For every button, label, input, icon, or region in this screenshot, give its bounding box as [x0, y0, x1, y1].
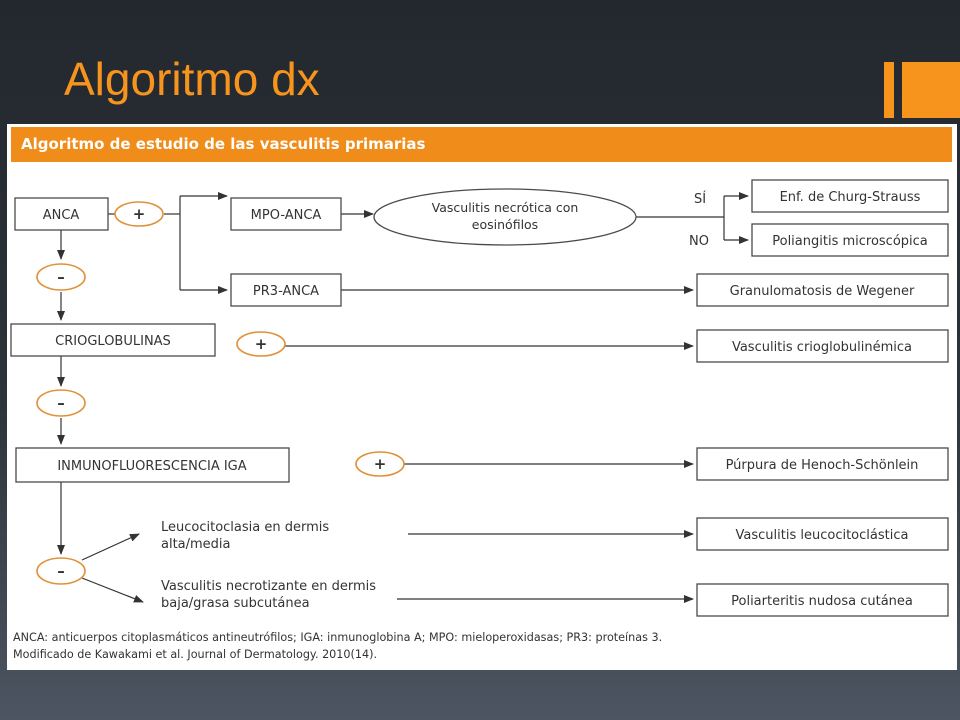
box-wegener — [696, 273, 949, 307]
box-vasc-leuco — [696, 517, 949, 551]
label-necrotizante-2: baja/grasa subcutánea — [161, 596, 310, 611]
flowchart: ANCA MPO-ANCA Vasculitis necrótica con e… — [10, 179, 949, 617]
label-necrotizante-1: Vasculitis necrotizante en dermis — [161, 579, 376, 594]
box-mpo-anca — [230, 197, 342, 231]
arrow-minus-to-leucocitoclasia — [81, 533, 140, 561]
box-henoch — [696, 447, 949, 481]
footnote-line-1: ANCA: anticuerpos citoplasmáticos antine… — [13, 631, 663, 644]
figure-header: Algoritmo de estudio de las vasculitis p… — [11, 127, 952, 162]
oval-plus-anca — [114, 201, 164, 227]
box-crioglobulinas — [10, 323, 216, 357]
label-wegener: Granulomatosis de Wegener — [730, 284, 915, 299]
oval-minus-crio — [36, 389, 86, 417]
sign-minus-anca: – — [57, 268, 65, 286]
sign-plus-iga: + — [374, 455, 387, 473]
figure-title: Algoritmo de estudio de las vasculitis p… — [21, 135, 426, 153]
oval-plus-iga — [355, 451, 405, 477]
box-poliangitis — [751, 223, 949, 257]
box-inmuno-iga — [15, 447, 290, 483]
label-anca: ANCA — [43, 208, 80, 223]
label-inmuno-iga: INMUNOFLUORESCENCIA IGA — [57, 459, 246, 474]
label-vasculitis-necrotica-2: eosinófilos — [472, 217, 538, 232]
slide-title: Algoritmo dx — [64, 53, 320, 105]
label-churg-strauss: Enf. de Churg-Strauss — [780, 190, 921, 205]
algorithm-figure: Algoritmo de estudio de las vasculitis p… — [7, 124, 957, 670]
arrow-minus-to-necrotizante — [81, 577, 144, 603]
oval-minus-anca — [36, 263, 86, 291]
box-vasc-crio — [696, 329, 949, 363]
label-crioglobulinas: CRIOGLOBULINAS — [55, 334, 171, 349]
label-no: NO — [689, 234, 709, 249]
connectors — [57, 192, 749, 603]
oval-minus-iga — [36, 557, 86, 585]
label-leucocitoclasia-1: Leucocitoclasia en dermis — [161, 520, 329, 535]
label-poliarteritis: Poliarteritis nudosa cutánea — [731, 594, 913, 609]
box-pr3-anca — [230, 273, 342, 307]
sign-ovals: + + + – – – — [36, 201, 405, 585]
sign-plus-anca: + — [133, 205, 146, 223]
sign-minus-iga: – — [57, 562, 65, 580]
footnote-line-2: Modificado de Kawakami et al. Journal of… — [13, 648, 378, 661]
box-churg-strauss — [751, 179, 949, 213]
label-mpo-anca: MPO-ANCA — [251, 208, 322, 223]
label-poliangitis: Poliangitis microscópica — [772, 234, 928, 249]
decorative-bar-thin — [884, 62, 894, 118]
oval-plus-crio — [236, 331, 286, 357]
label-pr3-anca: PR3-ANCA — [253, 284, 319, 299]
node-boxes: ANCA MPO-ANCA Vasculitis necrótica con e… — [10, 179, 949, 617]
sign-plus-crio: + — [255, 335, 268, 353]
label-vasculitis-necrotica-1: Vasculitis necrótica con — [432, 200, 579, 215]
box-poliarteritis — [696, 583, 949, 617]
label-vasc-crio: Vasculitis crioglobulinémica — [732, 340, 912, 355]
sign-minus-crio: – — [57, 394, 65, 412]
label-henoch: Púrpura de Henoch-Schönlein — [726, 458, 919, 473]
label-si: SÍ — [694, 191, 706, 207]
label-leucocitoclasia-2: alta/media — [161, 537, 231, 552]
box-anca — [14, 197, 109, 231]
oval-vasculitis-necrotica — [373, 188, 637, 246]
label-vasc-leuco: Vasculitis leucocitoclástica — [736, 528, 909, 543]
decorative-bar-wide — [902, 62, 960, 118]
